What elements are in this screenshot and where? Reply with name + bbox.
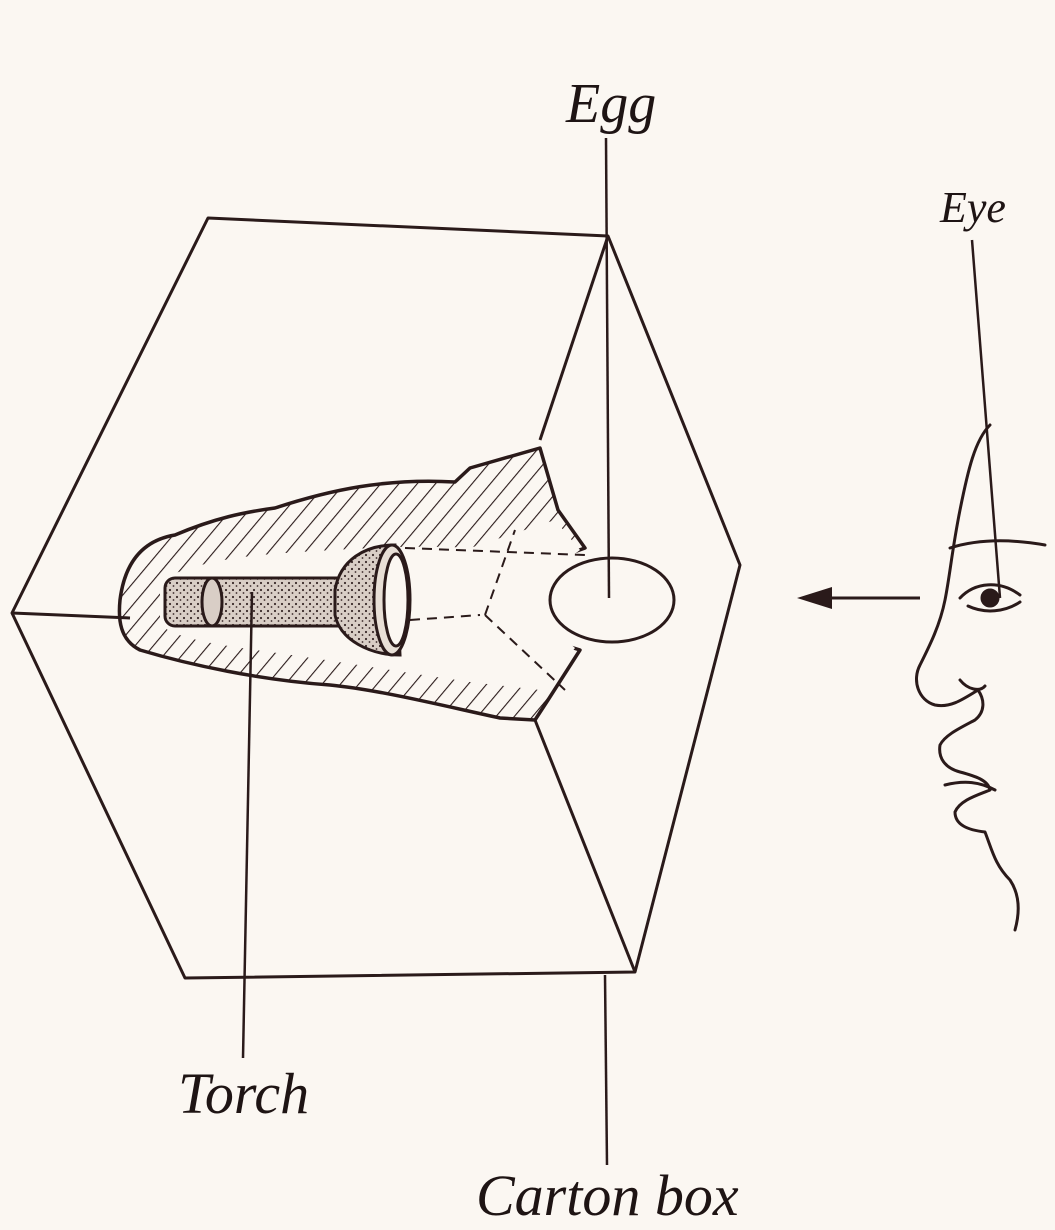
carton-box-edge-bottom [535, 720, 635, 972]
face-profile [916, 425, 1045, 930]
egg-leader-line [606, 138, 609, 598]
torch-label: Torch [178, 1060, 309, 1127]
eye-leader-line [972, 240, 1000, 598]
carton-box-edge-left [12, 613, 130, 618]
nostril [960, 680, 985, 689]
torch-handle [165, 578, 360, 626]
torch-switch-ring [202, 578, 222, 626]
carton-leader-line [605, 975, 607, 1165]
torch-lens [384, 554, 408, 646]
view-arrow-head [797, 587, 832, 609]
view-arrow [797, 587, 920, 609]
carton-box-label: Carton box [476, 1162, 739, 1229]
carton-box-edge-top [540, 236, 608, 440]
eye-label: Eye [940, 182, 1006, 233]
face-outline [916, 425, 1018, 930]
eyebrow [950, 541, 1045, 548]
egg [550, 558, 674, 642]
eye-pupil [982, 590, 998, 606]
egg-label: Egg [566, 72, 656, 136]
egg-shape [550, 558, 674, 642]
